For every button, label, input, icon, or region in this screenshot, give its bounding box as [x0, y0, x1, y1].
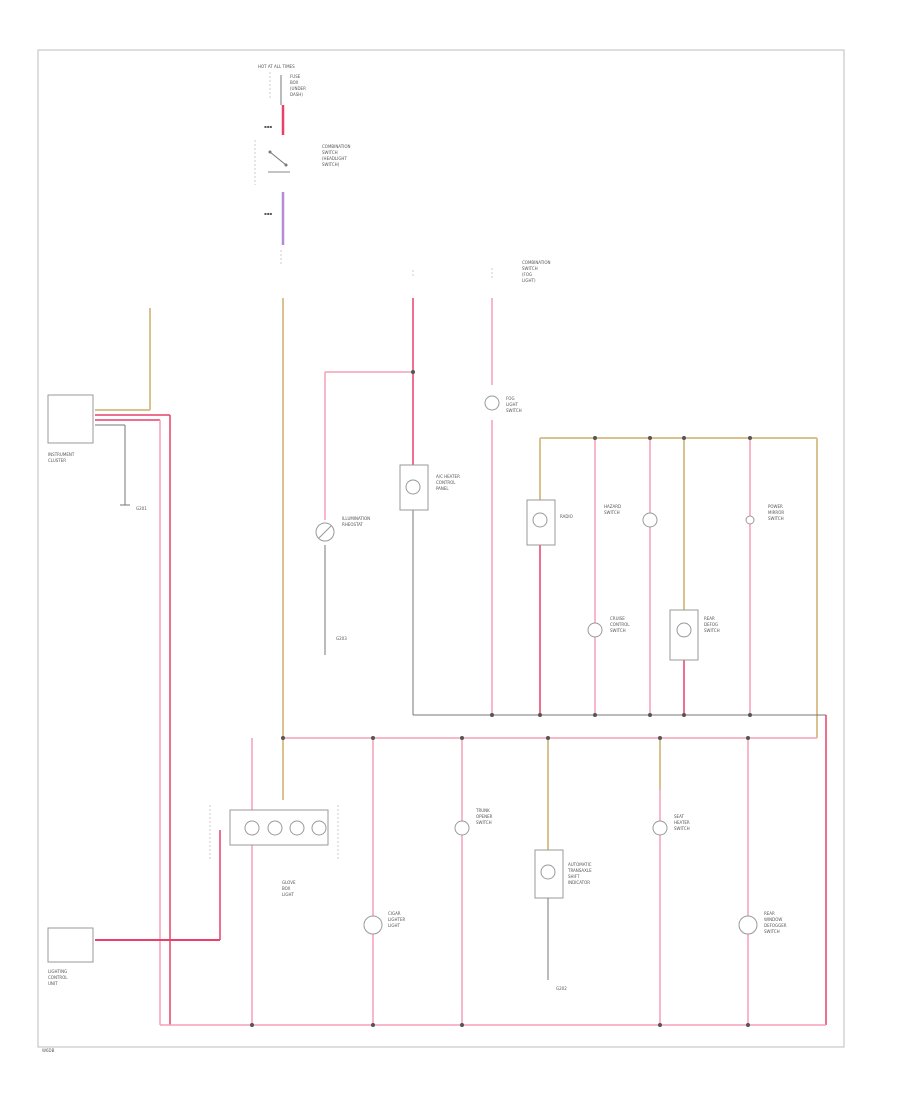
lighting-control-unit-box: LIGHTING CONTROL UNIT [47, 927, 94, 986]
rear-defog-label-1: DEFOG [704, 622, 718, 627]
ac-heater-panel: A/C HEATER CONTROL PANEL [399, 464, 460, 511]
cigar-lighter-light: CIGAR LIGHTER LIGHT [363, 911, 405, 935]
fuse-top-right-label-1: SWITCH [522, 266, 538, 271]
illum-rheostat-label-1: RHEOSTAT [342, 522, 364, 527]
top-fuse-label-4: DASH) [290, 92, 303, 97]
cruise-label-1: CONTROL [610, 622, 630, 627]
glove-label-2: LIGHT [282, 892, 295, 897]
combo-switch-label-0: COMBINATION [322, 144, 351, 149]
diagram-frame [37, 49, 845, 1048]
trunk-opener-switch: TRUNK OPENER SWITCH [454, 808, 493, 836]
trans-label-0: AUTOMATIC [568, 862, 592, 867]
trans-label-3: INDICATOR [568, 880, 590, 885]
glove-label-1: BOX [282, 886, 291, 891]
ground-left-label: G201 [136, 506, 147, 511]
top-fuse-label-3: (UNDER [290, 86, 306, 91]
fuse-top-right-label-0: COMBINATION [522, 260, 551, 265]
trans-label-1: TRANSAXLE [567, 868, 592, 873]
glove-label-0: GLOVE [282, 880, 296, 885]
automatic-transaxle-indicator: AUTOMATIC TRANSAXLE SHIFT INDICATOR G202 [534, 849, 592, 991]
seat-label-2: SWITCH [674, 826, 690, 831]
combo-switch-label-3: SWITCH) [322, 162, 340, 167]
footer-code: W6DB [42, 1048, 55, 1053]
seat-label-0: SEAT [674, 814, 684, 819]
wire-code: ▪▪▪ [264, 124, 272, 129]
wires [95, 298, 827, 1026]
power-mirror-label-2: SWITCH [768, 516, 784, 521]
hazard-label-1: SWITCH [604, 510, 620, 515]
radio: RADIO [526, 499, 573, 546]
hazard-switch: HAZARD SWITCH [604, 504, 658, 528]
illumination-rheostat: ILLUMINATION RHEOSTAT G203 [315, 516, 370, 655]
rear-window-defogger-switch: REAR WINDOW DEFOGGER SWITCH [738, 911, 787, 935]
cruise-switch: CRUISE CONTROL SWITCH [587, 616, 630, 638]
ac-heater-label-2: PANEL [436, 486, 449, 491]
control-unit-label-1: CONTROL [48, 975, 68, 980]
cruise-label-0: CRUISE [610, 616, 625, 621]
instrument-cluster-box: INSTRUMENT CLUSTER [47, 394, 94, 463]
fog-sw-label-1: LIGHT [506, 402, 519, 407]
top-fuse-label: HOT AT ALL TIMES FUSE BOX (UNDER DASH) [258, 64, 306, 97]
cigar-label-0: CIGAR [388, 911, 401, 916]
power-mirror-switch: POWER MIRROR SWITCH [745, 504, 784, 525]
ac-heater-label-1: CONTROL [436, 480, 456, 485]
combo-switch-label: COMBINATION SWITCH (HEADLIGHT SWITCH) [322, 144, 351, 167]
power-mirror-label-0: POWER [768, 504, 783, 509]
wire-code: ▪▪▪ [264, 211, 272, 216]
right-bottom-label-2: DEFOGGER [764, 923, 787, 928]
top-fuse-label-1: FUSE [290, 74, 301, 79]
top-right-feed: COMBINATION SWITCH (FOG LIGHT) [412, 260, 551, 283]
rheostat-ground-label: G203 [336, 636, 347, 641]
cluster-label-0: INSTRUMENT [48, 452, 75, 457]
fog-light-switch: FOG LIGHT SWITCH [484, 395, 522, 413]
ac-heater-label-0: A/C HEATER [436, 474, 460, 479]
cigar-label-2: LIGHT [388, 923, 401, 928]
rear-defog-label-2: SWITCH [704, 628, 720, 633]
top-feed: HOT AT ALL TIMES FUSE BOX (UNDER DASH) C… [254, 64, 351, 265]
junctions [250, 370, 752, 1027]
fuse-top-right-label-2: (FOG [522, 272, 532, 277]
fog-sw-label-2: SWITCH [506, 408, 522, 413]
trunk-label-1: OPENER [476, 814, 493, 819]
seat-label-1: HEATER [674, 820, 690, 825]
top-fuse-label-0: HOT AT ALL TIMES [258, 64, 295, 69]
top-fuse-label-2: BOX [290, 80, 299, 85]
cigar-label-1: LIGHTER [388, 917, 405, 922]
control-unit-label-2: UNIT [48, 981, 58, 986]
fuse-top-right-label-3: LIGHT) [522, 278, 536, 283]
radio-label: RADIO [560, 514, 573, 519]
rear-defog-label-0: REAR [704, 616, 715, 621]
cluster-label-1: CLUSTER [48, 458, 66, 463]
combo-switch-label-2: (HEADLIGHT [322, 156, 347, 161]
trans-ground-label: G202 [556, 986, 567, 991]
seat-heater-switch: SEAT HEATER SWITCH [652, 814, 690, 836]
power-mirror-label-1: MIRROR [768, 510, 784, 515]
rear-defog-switch: REAR DEFOG SWITCH [669, 609, 720, 661]
ground-left: G201 [120, 504, 147, 511]
hazard-label-0: HAZARD [604, 504, 621, 509]
trans-label-2: SHIFT [568, 874, 580, 879]
glove-box-light: GLOVE BOX LIGHT [209, 805, 339, 897]
fog-sw-label-0: FOG [506, 396, 515, 401]
trunk-label-0: TRUNK [475, 808, 490, 813]
right-bottom-label-0: REAR [764, 911, 775, 916]
cruise-label-2: SWITCH [610, 628, 626, 633]
illum-rheostat-label-0: ILLUMINATION [342, 516, 370, 521]
control-unit-label-0: LIGHTING [48, 969, 67, 974]
fuse-top-right-label: COMBINATION SWITCH (FOG LIGHT) [522, 260, 551, 283]
right-bottom-label-1: WINDOW [764, 917, 782, 922]
right-bottom-label-3: SWITCH [764, 929, 780, 934]
combo-switch-label-1: SWITCH [322, 150, 338, 155]
trunk-label-2: SWITCH [476, 820, 492, 825]
